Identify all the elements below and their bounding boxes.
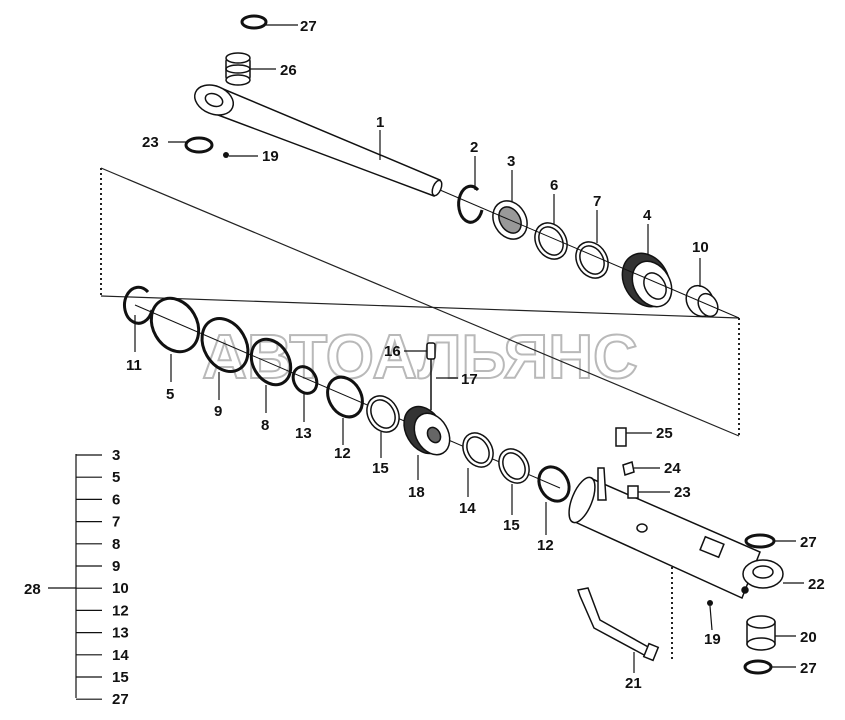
callout-13: 13 <box>295 425 312 442</box>
callout-26: 26 <box>280 62 297 79</box>
kit-item-label: 15 <box>112 669 129 686</box>
kit-item-label: 27 <box>112 691 129 708</box>
callout-21: 21 <box>625 675 642 692</box>
kit-item-label: 5 <box>112 469 120 486</box>
piston-rod <box>193 84 443 197</box>
kit-item-label: 3 <box>112 447 120 464</box>
rod-axis <box>439 189 740 319</box>
callout-23: 23 <box>142 134 159 151</box>
watermark: АВТОАЛЬЯНС <box>202 323 638 392</box>
callout-17: 17 <box>461 371 478 388</box>
kit-item-label: 9 <box>112 558 120 575</box>
kit-item-label: 8 <box>112 536 120 553</box>
seal-ring-27-top <box>240 14 268 30</box>
seal-ring-23-top <box>184 136 214 154</box>
kit-item-label: 7 <box>112 514 120 531</box>
cylinder-bushing <box>746 615 776 651</box>
callout-15-b: 15 <box>503 517 520 534</box>
callout-12-b: 12 <box>537 537 554 554</box>
kit-item-label: 12 <box>112 602 129 619</box>
callout-20: 20 <box>800 629 817 646</box>
callout-14: 14 <box>459 500 476 517</box>
callout-3: 3 <box>507 153 515 170</box>
grease-nipple-19-top <box>223 152 229 158</box>
callout-27-b: 27 <box>800 534 817 551</box>
callout-18: 18 <box>408 484 425 501</box>
callout-27: 27 <box>300 18 317 35</box>
callout-7: 7 <box>593 193 601 210</box>
kit-items: 3 5 6 7 8 9 10 12 13 14 15 27 <box>76 447 129 708</box>
kit-label: 28 <box>24 581 41 598</box>
callout-15: 15 <box>372 460 389 477</box>
piston-parts <box>123 285 571 503</box>
rod-eye-bushing <box>225 52 251 86</box>
callout-6: 6 <box>550 177 558 194</box>
callout-25: 25 <box>656 425 673 442</box>
seal-ring-27-mid <box>744 533 776 549</box>
callout-labels: 27 26 23 19 1 2 3 6 7 4 10 11 5 9 8 13 1… <box>126 18 825 692</box>
callout-24: 24 <box>664 460 681 477</box>
callout-2: 2 <box>470 139 478 156</box>
callout-9: 9 <box>214 403 222 420</box>
grease-nipple-19-bottom <box>707 600 713 606</box>
callout-4: 4 <box>643 207 652 224</box>
hydraulic-tube <box>577 587 660 662</box>
cylinder-barrel <box>568 467 784 600</box>
seal-ring-27-bottom <box>743 659 773 675</box>
rod-parts <box>457 184 719 318</box>
kit-item-label: 13 <box>112 625 129 642</box>
callout-12: 12 <box>334 445 351 462</box>
callout-23-b: 23 <box>674 484 691 501</box>
callout-22: 22 <box>808 576 825 593</box>
callout-5: 5 <box>166 386 174 403</box>
kit-item-label: 6 <box>112 491 120 508</box>
kit-item-label: 10 <box>112 580 129 597</box>
callout-19: 19 <box>262 148 279 165</box>
callout-27-c: 27 <box>800 660 817 677</box>
callout-19-b: 19 <box>704 631 721 648</box>
fittings <box>615 427 639 499</box>
leader-lines <box>134 24 804 673</box>
kit-item-label: 14 <box>112 647 129 664</box>
callout-11: 11 <box>126 357 142 374</box>
frame-lines <box>100 167 740 437</box>
repair-kit-list: 28 3 5 6 7 8 9 10 12 13 14 15 27 <box>24 447 129 708</box>
callout-10: 10 <box>692 239 709 256</box>
callout-8: 8 <box>261 417 269 434</box>
callout-1: 1 <box>376 114 384 131</box>
callout-16: 16 <box>384 343 401 360</box>
